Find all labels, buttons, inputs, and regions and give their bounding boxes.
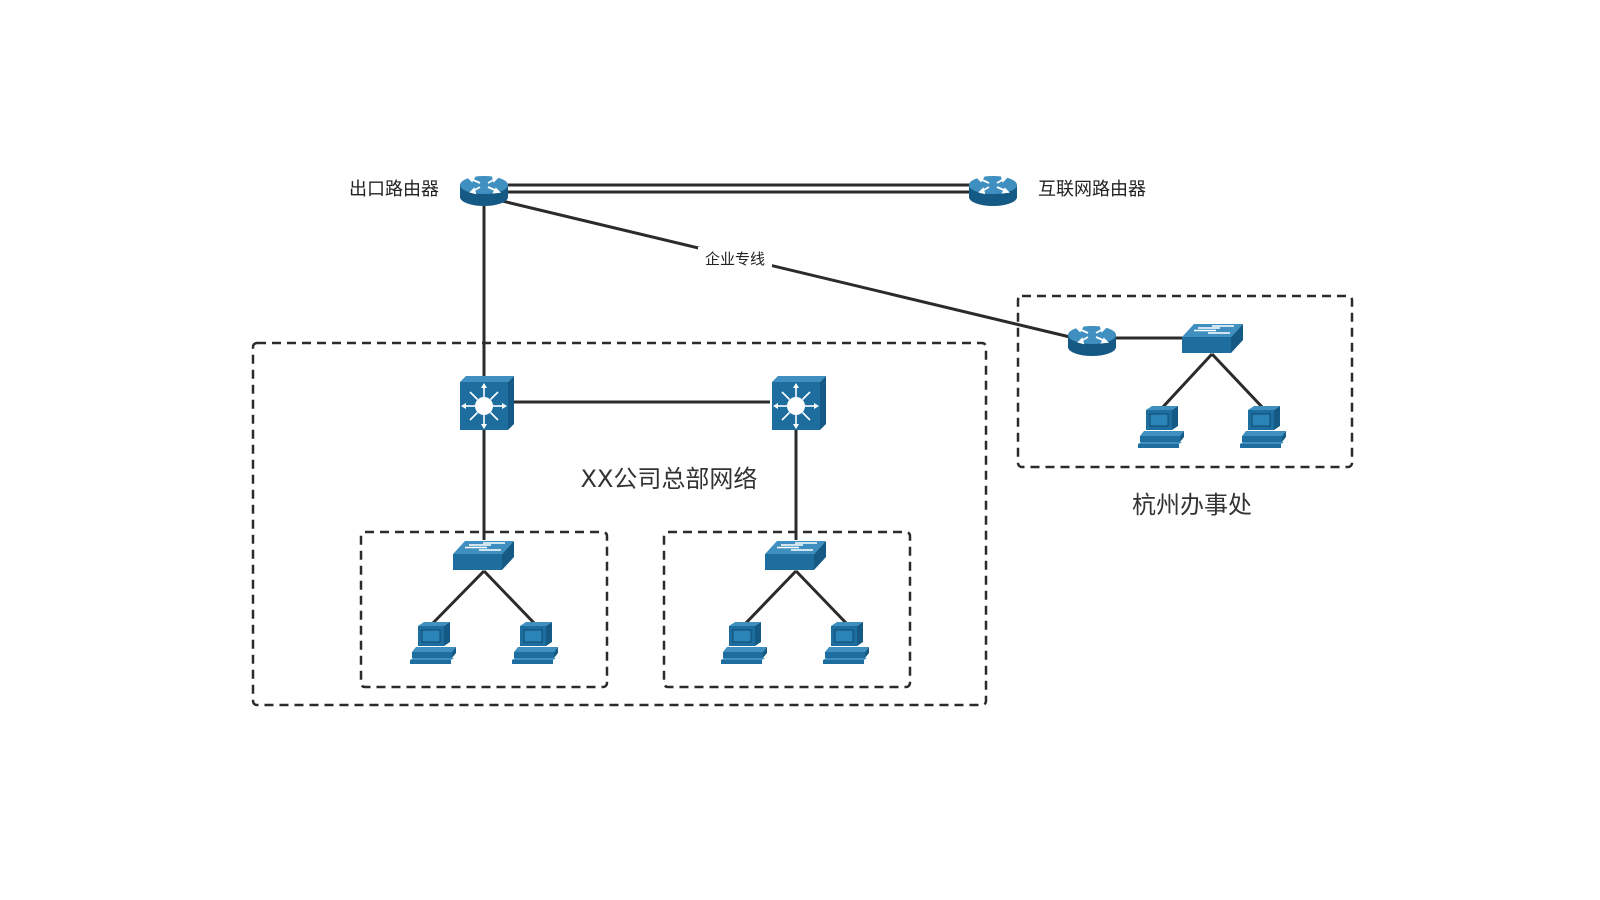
hq-access-switch-left-icon [452,540,515,571]
hq-region-box [251,341,988,707]
dedicated-line-label-bg [698,247,772,269]
branch-region-label: 杭州办事处 [1132,491,1252,519]
hq-left-pc-1-icon [409,621,457,665]
hq-left-access-box [359,530,609,689]
dedicated-line-label: 企业专线 [705,250,765,268]
internet-router-label: 互联网路由器 [1038,179,1146,200]
hq-core-switch-right-icon [771,375,827,431]
hq-right-pc-2-icon [822,621,870,665]
branch-region-box [1016,294,1354,469]
exit-router-label: 出口路由器 [349,179,439,200]
internet-link [508,183,970,194]
hq-right-pc-links [743,569,849,626]
branch-switch-icon [1181,323,1244,354]
branch-pc-2-icon [1239,405,1287,449]
exit-router-icon [459,175,509,207]
hq-core-switch-left-icon [459,375,515,431]
hq-access-switch-right-icon [764,540,827,571]
branch-pc-links [1160,352,1265,410]
internet-router-icon [968,175,1018,207]
dedicated-line-link [497,198,1071,339]
hq-right-pc-1-icon [720,621,768,665]
hq-left-pc-2-icon [511,621,559,665]
branch-pc-1-icon [1137,405,1185,449]
hq-right-access-box [662,530,912,689]
branch-router-icon [1067,325,1117,357]
hq-left-pc-links [430,569,537,626]
hq-region-label: XX公司总部网络 [581,465,758,493]
